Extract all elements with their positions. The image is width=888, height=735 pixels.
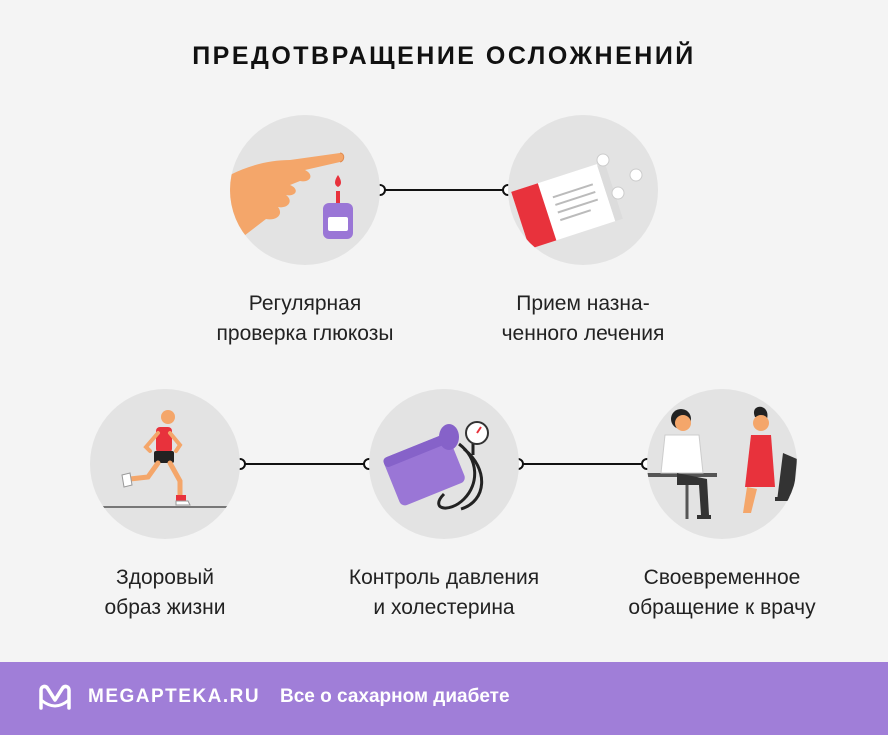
brand-link[interactable]: MEGAPTEKA.RU — [88, 686, 261, 707]
pill-box-icon — [511, 153, 643, 249]
doctor-visit-illustration — [647, 389, 797, 539]
blood-pressure-illustration — [369, 389, 519, 539]
healthy-lifestyle-illustration — [90, 389, 240, 539]
footer-bar: MEGAPTEKA.RU Все о сахарном диабете — [0, 662, 888, 735]
caption-doctor: Своевременное обращение к врачу — [628, 566, 816, 619]
medication-illustration — [508, 115, 658, 265]
tagline: Все о сахарном диабете — [280, 686, 510, 707]
megapteka-logo-icon[interactable] — [38, 684, 72, 712]
caption-pressure: Контроль давления и холестерина — [348, 566, 540, 619]
caption-lifestyle: Здоровый образ жизни — [104, 566, 226, 619]
page-title: ПРЕДОТВРАЩЕНИЕ ОСЛОЖНЕНИЙ — [192, 42, 696, 70]
runner-icon — [90, 410, 240, 508]
doctor-consultation-icon — [647, 406, 797, 519]
glucose-meter-icon — [230, 152, 353, 243]
blood-pressure-monitor-icon — [383, 421, 489, 511]
caption-glucose: Регулярная проверка глюкозы — [216, 292, 394, 345]
caption-medication: Прием назна- ченного лечения — [501, 292, 665, 345]
glucose-check-illustration — [230, 115, 380, 265]
